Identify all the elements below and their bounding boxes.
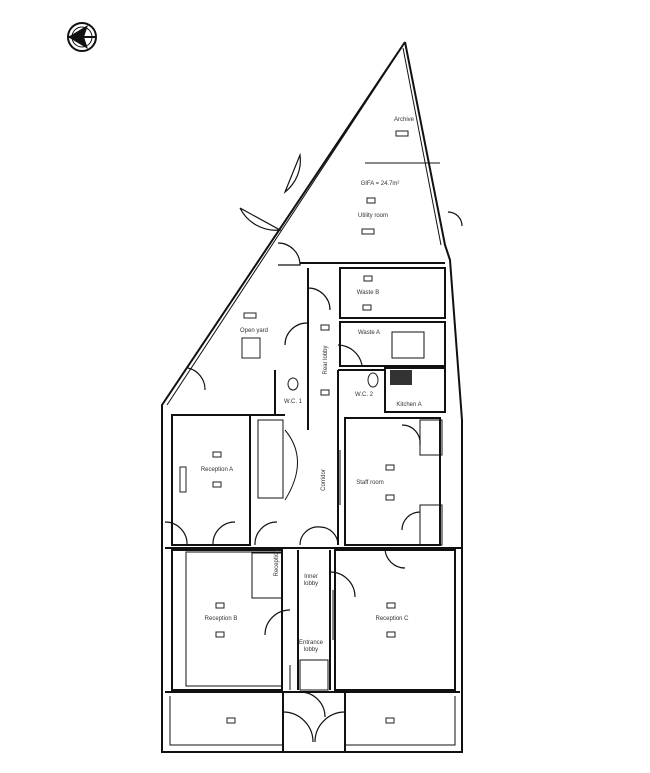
label-gifa: GIFA = 24.7m²: [361, 181, 400, 187]
label-wc2: W.C. 2: [355, 392, 374, 398]
label-waste-a: Waste A: [358, 330, 380, 336]
label-entrance-lobby-2: lobby: [304, 647, 318, 653]
label-reception-c: Reception C: [375, 616, 409, 622]
room-labels: Archive GIFA = 24.7m² Utility room Waste…: [201, 117, 422, 653]
label-staff-room: Staff room: [356, 480, 384, 486]
label-entrance-lobby-1: Entrance: [299, 640, 324, 646]
label-reception-b: Reception B: [205, 616, 238, 622]
label-reception-a: Reception A: [201, 467, 233, 473]
label-inner-lobby-2: lobby: [304, 581, 318, 587]
label-reception: Reception: [274, 549, 280, 576]
doors: [164, 152, 463, 743]
label-rear-lobby: Rear lobby: [323, 345, 329, 374]
label-inner-lobby-1: Inner: [304, 574, 318, 580]
outer-walls: [161, 41, 463, 753]
label-kitchen-a: Kitchen A: [396, 402, 421, 408]
light-fixtures: [179, 130, 412, 724]
label-utility-room: Utility room: [358, 213, 388, 219]
label-open-yard: Open yard: [240, 328, 268, 334]
label-corridor: Corridor: [321, 469, 327, 491]
label-archive: Archive: [394, 117, 415, 123]
label-wc1: W.C. 1: [284, 399, 303, 405]
compass-icon: [67, 22, 97, 52]
label-waste-b: Waste B: [357, 290, 379, 296]
interior-walls: [165, 162, 462, 752]
